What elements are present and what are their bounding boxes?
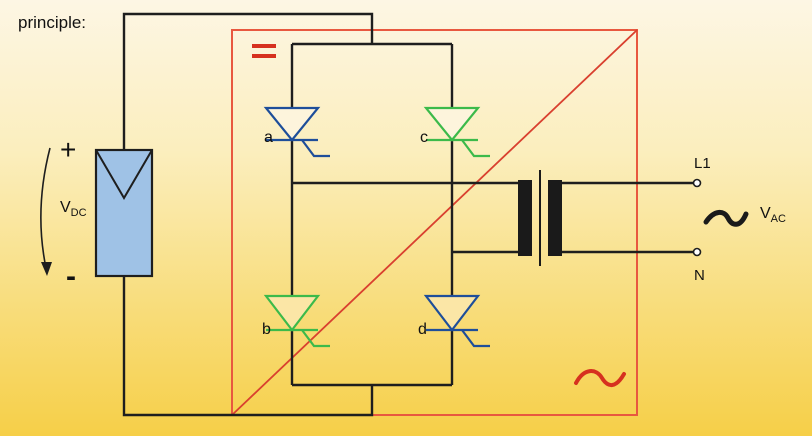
thyristor-b-label: b [262,321,271,338]
thyristor-d [423,294,490,348]
terminal-l1 [692,178,702,188]
thyristor-c [423,106,490,158]
thyristor-d-label: d [418,321,427,338]
voltage-arrow [40,147,51,269]
inverter-diagonal [231,29,638,416]
vdc-main: V [60,199,71,216]
ac-output-symbol [703,210,749,227]
vac-main: V [760,205,771,222]
transformer [518,170,562,266]
l1-label: L1 [694,155,711,172]
minus-label: - [66,260,76,293]
heading-label: principle: [18,13,87,32]
vdc-sub: DC [70,207,87,219]
vdc-label: VDC [60,200,87,219]
inverter-box [231,29,638,416]
voltage-arrow-head [41,262,52,276]
thyristor-b [263,294,330,348]
vac-sub: AC [770,213,786,225]
wiring [122,12,694,417]
terminal-n [692,247,702,257]
thyristor-a-label: a [264,129,273,146]
plus-label: + [60,134,77,165]
ac-symbol-box [574,369,626,387]
pv-panel [94,148,154,278]
n-label: N [694,267,705,284]
thyristor-a [263,106,330,158]
thyristor-c-label: c [420,129,428,146]
vac-label: VAC [760,206,786,225]
dc-symbol [252,44,276,58]
